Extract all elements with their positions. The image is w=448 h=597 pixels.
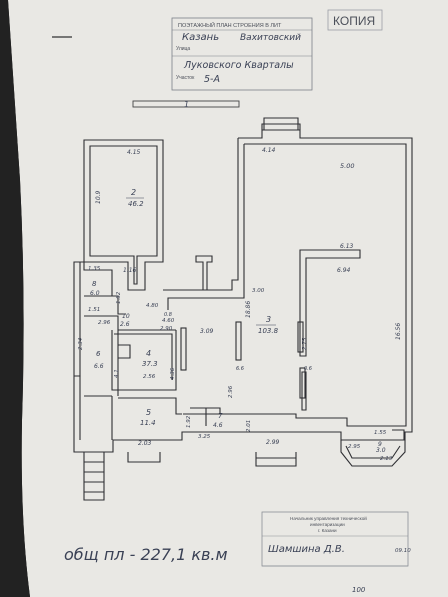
stamp-street: Луковского Кварталы [183,60,294,71]
room-10-number: 10 [122,313,130,320]
bottom-stamp-line: инвентаризации [310,522,345,527]
section-mark-label: 1 [184,100,189,109]
dim-label: 6.94 [337,267,351,274]
room-2-area: 46.2 [128,200,144,208]
dim-label: 2.01 [246,420,252,432]
stamp-city: Казань [182,32,219,43]
dim-label: 3.09 [200,328,214,335]
dim-label: 1.92 [116,291,122,304]
total-area: общ пл - 227,1 кв.м [64,545,228,564]
dim-label: 0.8 [164,312,172,318]
dim-label: 2.13 [380,456,393,462]
dim-label: 6.6 [236,366,244,372]
dim-label: 4.60 [162,318,175,324]
stamp-district: Вахитовский [240,33,301,43]
dim-label: 2.96 [98,320,111,326]
stamp-title: ПОЭТАЖНЫЙ ПЛАН СТРОЕНИЯ В ЛИТ [178,21,282,29]
floor-plan [73,117,413,501]
dim-label: 4.1 [114,369,120,378]
dim-label: 2.99 [266,439,280,446]
room-5-number: 5 [146,408,151,417]
bottom-stamp-line: г. Казани [318,528,337,533]
dim-label: 1.55 [374,430,387,436]
dim-label: 6.13 [340,243,354,250]
section-mark: 1 [132,100,240,109]
stamp-street-label: Улица [176,46,190,52]
room-labels: 2 46.2 3 103.8 4 37.3 5 11.4 6 6.6 7 4.6… [90,188,386,454]
room-3-number: 3 [266,315,271,324]
dim-label: 0.6 [304,366,312,372]
stamp-house: 5-А [204,74,220,85]
dim-label: 5.00 [340,162,354,170]
room-6-area: 6.6 [94,363,104,370]
room-9-area: 3.0 [376,447,386,454]
dim-label: 2.34 [78,337,84,350]
stamp-house-label: Участок [176,75,195,81]
dim-label: 3.00 [252,288,265,294]
dim-label: 2.75 [302,337,308,350]
dim-label: 2.90 [160,326,173,332]
signature: Шамшина Д.В. [268,544,345,555]
room-8-area: 6.0 [90,290,100,297]
dim-label: 4.15 [127,149,141,156]
room-4-area: 37.3 [142,360,158,368]
dimension-labels: 4.15 10.9 1.16 4.14 5.00 6.13 6.94 18.86… [78,147,402,462]
room-6-number: 6 [96,350,101,358]
dim-label: 2.96 [228,385,234,398]
dim-label: 18.86 [245,301,252,318]
dim-label: 2.03 [138,440,152,447]
bottom-stamp: Начальник управления технической инвента… [261,511,411,567]
room-3-area: 103.8 [258,327,279,335]
bottom-stamp-line: Начальник управления технической [290,515,367,521]
dim-label: 3.25 [198,434,211,440]
header-stamp: ПОЭТАЖНЫЙ ПЛАН СТРОЕНИЯ В ЛИТ Казань Вах… [171,17,313,91]
dim-label: 10.9 [95,190,102,204]
dim-label: 4.14 [262,147,276,154]
room-7-number: 7 [218,412,223,420]
room-9-number: 9 [378,441,382,448]
copy-stamp: КОПИЯ [327,9,383,31]
stamp-date: 09.10 [395,548,411,554]
dim-label: 4.36 [170,367,176,380]
room-2-number: 2 [131,188,136,197]
room-5-area: 11.4 [140,419,156,427]
dim-label: 16.56 [395,323,402,340]
dim-label: 1.92 [186,415,192,428]
room-10-area: 2.6 [120,321,130,328]
dim-label: 1.51 [88,307,100,313]
copy-stamp-text: КОПИЯ [333,14,375,28]
dim-label: 1.35 [88,266,101,272]
dim-label: 2.95 [348,444,361,450]
page-number: 100 [352,586,366,594]
dim-label: 1.16 [123,267,137,274]
dim-label: 2.56 [143,374,156,380]
room-7-area: 4.6 [213,422,223,429]
dim-label: 4.80 [146,303,159,309]
room-4-number: 4 [146,349,151,358]
room-8-number: 8 [92,280,97,288]
